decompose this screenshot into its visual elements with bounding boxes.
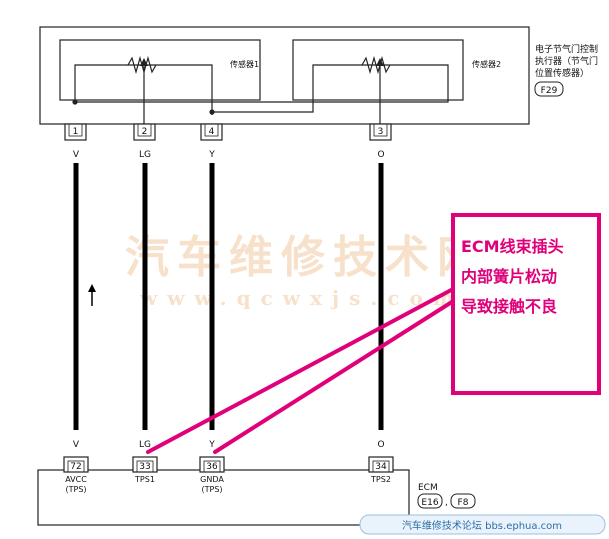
wire-color-label: O [377, 150, 384, 160]
sensor2-box [292, 39, 464, 101]
actuator-title-line2: 执行器（节气门 [535, 55, 598, 67]
callout-box [451, 213, 601, 395]
terminal-name: TPS1 [134, 475, 155, 484]
svg-text:4: 4 [209, 127, 215, 137]
ecm-connector-badge-a [417, 493, 443, 509]
junction-dot [72, 99, 78, 105]
wire-color-label: V [73, 440, 80, 450]
watermark-top: 汽车维修技术网 [125, 232, 489, 283]
callout-line2: 内部簧片松动 [461, 267, 557, 286]
svg-text:33: 33 [139, 462, 150, 472]
ecm-connector-b: F8 [458, 498, 469, 508]
actuator-box [39, 26, 530, 125]
callout-pointer-tps1 [146, 286, 457, 454]
sensor2-resistor-icon [361, 55, 391, 75]
callout-pointer-gnda [213, 298, 457, 454]
wire-color-label: O [377, 440, 384, 450]
sensor2-label: 传感器2 [472, 59, 501, 69]
sensor1-label: 传感器1 [230, 59, 259, 69]
actuator-title-line3: 位置传感器） [535, 67, 589, 79]
terminal-name: TPS2 [370, 475, 391, 484]
actuator-connector-id: F29 [541, 86, 558, 96]
svg-text:3: 3 [378, 127, 384, 137]
wire-color-label: Y [208, 150, 215, 160]
terminal-name: GNDA [200, 475, 224, 484]
footer-text: 汽车维修技术论坛 bbs.ephua.com [402, 519, 562, 532]
wire-color-label: V [73, 150, 80, 160]
top-pin-2: 2 [133, 123, 156, 141]
bottom-pin-72: 72 [63, 456, 89, 473]
watermark-bottom: www.qcwxjs.com [139, 286, 464, 310]
ecm-connector-separator: , [445, 498, 448, 508]
terminal-sub: (TPS) [65, 485, 86, 494]
wire-color-label: Y [208, 440, 215, 450]
wire-color-label: LG [139, 150, 151, 160]
svg-text:36: 36 [206, 462, 218, 472]
ecm-connector-a: E16 [421, 498, 438, 508]
svg-text:72: 72 [70, 462, 81, 472]
bottom-pin-33: 33 [132, 456, 158, 473]
bottom-pin-36: 36 [199, 456, 225, 473]
terminal-sub: (TPS) [201, 485, 222, 494]
sensor2-wiper-arrow-icon [376, 58, 384, 66]
callout-line3: 导致接触不良 [461, 297, 557, 316]
junction-dot [209, 109, 215, 115]
wire-color-label: LG [139, 440, 151, 450]
terminal-name: AVCC [65, 475, 87, 484]
footer-banner [359, 514, 606, 535]
actuator-title-line1: 电子节气门控制 [535, 43, 598, 55]
ecm-label: ECM [418, 483, 438, 493]
sensor1-box [59, 39, 261, 101]
top-pin-3: 3 [369, 123, 392, 141]
svg-text:2: 2 [142, 127, 148, 137]
top-pin-1: 1 [64, 123, 87, 141]
arrow-up-icon [88, 284, 96, 292]
actuator-connector-badge [534, 81, 564, 97]
sensor1-wiper-arrow-icon [140, 58, 148, 66]
top-pin-4: 4 [200, 123, 223, 141]
sensor2-resistor-loop [75, 64, 449, 113]
callout-line1: ECM线束插头 [461, 237, 564, 256]
svg-text:1: 1 [73, 127, 79, 137]
ecm-connector-badge-b [450, 493, 476, 509]
svg-text:34: 34 [375, 462, 387, 472]
bottom-pin-34: 34 [368, 456, 394, 473]
